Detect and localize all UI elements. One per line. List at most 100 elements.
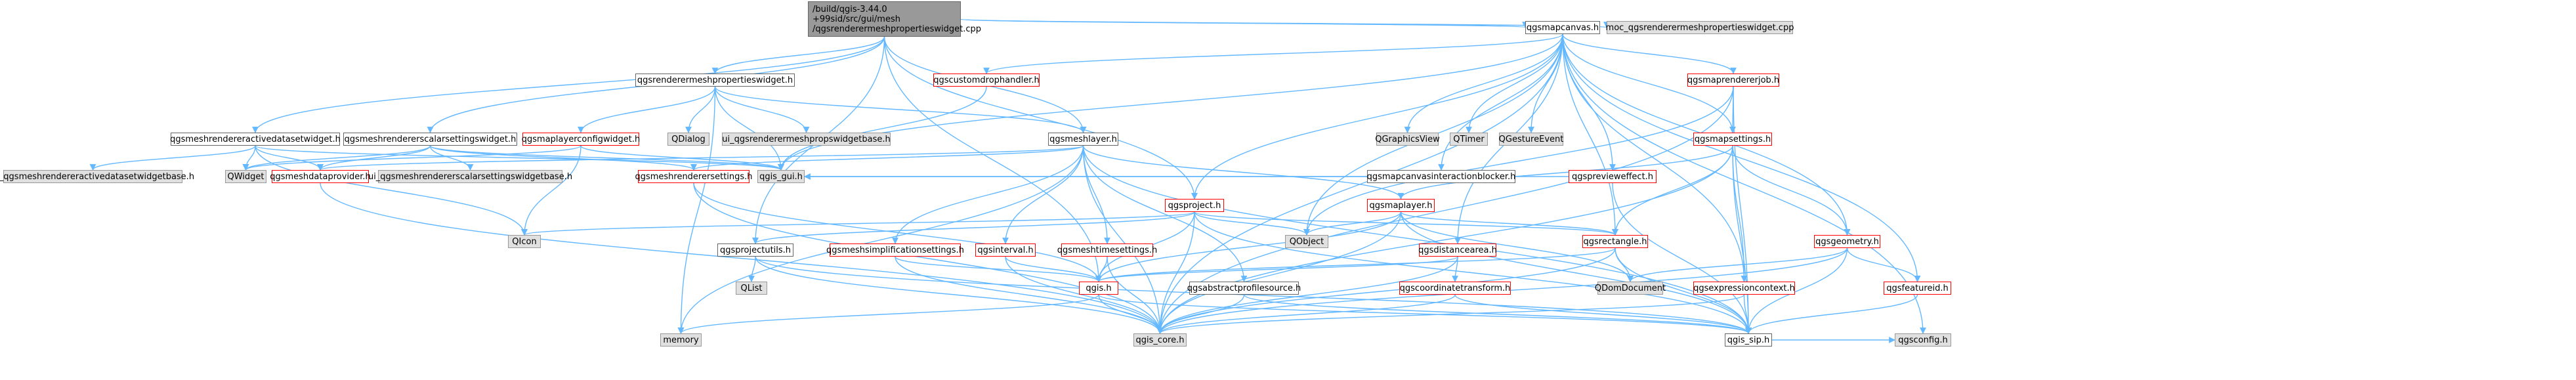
node-qgscustomdrophandler[interactable]: qgscustomdrophandler.h xyxy=(933,74,1040,87)
node-memory[interactable]: memory xyxy=(660,333,702,347)
include-edge xyxy=(1194,211,1618,236)
node-qgsabstractprofilesource[interactable]: qgsabstractprofilesource.h xyxy=(1187,282,1301,295)
include-edge xyxy=(1562,33,1748,282)
node-qtimer[interactable]: QTimer xyxy=(1450,133,1488,146)
include-edge xyxy=(752,211,1195,244)
node-qgis[interactable]: qgis.h xyxy=(1079,282,1118,295)
node-qgsmeshlayer[interactable]: qgsmeshlayer.h xyxy=(1048,133,1118,146)
include-edge xyxy=(685,86,716,133)
include-edge xyxy=(693,182,1102,282)
include-edge xyxy=(1400,211,1618,236)
include-edge xyxy=(892,145,1084,244)
node-qgsmeshdataprovider[interactable]: qgsmeshdataprovider.h xyxy=(270,170,371,183)
label-qgis-sip: qgis_sip.h xyxy=(1727,335,1770,345)
include-edge xyxy=(1082,145,1110,244)
node-qgsexpressioncontext[interactable]: qgsexpressioncontext.h xyxy=(1693,282,1795,295)
include-edge xyxy=(320,182,1164,334)
include-edge xyxy=(1156,294,1456,334)
node-qgsmeshrendereractivedatasetwidget[interactable]: qgsmeshrendereractivedatasetwidget.h xyxy=(170,133,341,146)
node-qgsinterval[interactable]: qgsinterval.h xyxy=(975,243,1036,257)
include-edge xyxy=(1562,33,1736,133)
label-qgsfeatureid: qgsfeatureid.h xyxy=(1886,283,1949,293)
include-edge xyxy=(255,145,784,171)
node-moc[interactable]: moc_qgsrenderermeshpropertieswidget.cpp xyxy=(1605,21,1794,34)
node-qgestureevent[interactable]: QGestureEvent xyxy=(1499,133,1563,146)
include-edge xyxy=(317,145,1084,171)
node-qobject[interactable]: QObject xyxy=(1285,235,1328,248)
label-qobject: QObject xyxy=(1289,236,1324,247)
label-qgsexpressioncontext: qgsexpressioncontext.h xyxy=(1693,283,1795,293)
include-edge xyxy=(895,256,1164,334)
node-qdomdocument[interactable]: QDomDocument xyxy=(1595,282,1666,295)
include-edge xyxy=(1156,256,1458,334)
node-qgsrectangle[interactable]: qgsrectangle.h xyxy=(1582,235,1648,248)
node-qgsmeshrenderersettings[interactable]: qgsmeshrenderersettings.h xyxy=(635,170,753,183)
include-edge xyxy=(1615,247,1752,334)
include-edge xyxy=(429,145,784,171)
include-edge xyxy=(1562,33,1921,282)
node-qgsrenderermeshpropertieswidget[interactable]: qgsrenderermeshpropertieswidget.h xyxy=(635,74,795,87)
label-ui-renderermeshpropswidgetbase: ui_qgsrenderermeshpropswidgetbase.h xyxy=(722,134,891,144)
label-qgsmeshdataprovider: qgsmeshdataprovider.h xyxy=(270,171,371,182)
include-edge xyxy=(252,36,885,133)
node-qgsmapcanvas[interactable]: qgsmapcanvas.h xyxy=(1525,21,1600,34)
node-qgsmapsettings[interactable]: qgsmapsettings.h xyxy=(1693,133,1772,146)
label-moc: moc_qgsrenderermeshpropertieswidget.cpp xyxy=(1605,22,1794,33)
node-qdialog[interactable]: QDialog xyxy=(667,133,709,146)
include-edge xyxy=(755,256,1164,334)
node-qgsmaplayerconfigwidget[interactable]: qgsmaplayerconfigwidget.h xyxy=(522,133,640,146)
include-edge xyxy=(755,256,1752,334)
include-edge xyxy=(1404,33,1563,133)
include-edge xyxy=(255,145,324,171)
node-qgsmaplayer[interactable]: qgsmaplayer.h xyxy=(1367,199,1435,212)
node-qgraphicsview[interactable]: QGraphicsView xyxy=(1375,133,1440,146)
include-edge xyxy=(677,86,716,334)
node-qgsmeshtimesettings[interactable]: qgsmeshtimesettings.h xyxy=(1057,243,1157,257)
node-qlist[interactable]: QList xyxy=(736,282,767,295)
label-qgsmeshlayer: qgsmeshlayer.h xyxy=(1049,134,1117,144)
include-edge xyxy=(983,33,1563,74)
node-qgsdistancearea[interactable]: qgsdistancearea.h xyxy=(1418,243,1497,257)
label-qgis: qgis.h xyxy=(1086,283,1112,293)
include-edge xyxy=(1156,33,1563,334)
node-qicon[interactable]: QIcon xyxy=(508,235,541,248)
label-qgsprojectutils: qgsprojectutils.h xyxy=(719,245,792,255)
node-qgsprojectutils[interactable]: qgsprojectutils.h xyxy=(717,243,793,257)
label-qgsmapcanvas: qgsmapcanvas.h xyxy=(1526,22,1599,33)
node-ui-meshrendererscalarsettingswidgetbase[interactable]: ui_qgsmeshrendererscalarsettingswidgetba… xyxy=(368,170,572,183)
include-edge xyxy=(895,256,1102,282)
include-edge xyxy=(1156,247,1616,334)
label-qgestureevent: QGestureEvent xyxy=(1498,134,1564,144)
include-edge xyxy=(89,145,256,171)
include-edge xyxy=(1082,145,1752,334)
node-qgis-core[interactable]: qgis_core.h xyxy=(1133,333,1187,347)
node-qgspreviewеffect[interactable]: qgspreviewеffect.h xyxy=(1569,170,1657,183)
root-file-node[interactable]: /build/qgis-3.44.0 +99sid/src/gui/mesh /… xyxy=(808,1,981,37)
node-qgsgeometry[interactable]: qgsgeometry.h xyxy=(1814,235,1880,248)
node-qgsmeshsimplificationsettings[interactable]: qgsmeshsimplificationsettings.h xyxy=(826,243,964,257)
label-qgis-gui: qgis_gui.h xyxy=(759,171,803,182)
node-qgsmeshrendererscalarsettingswidget[interactable]: qgsmeshrendererscalarsettingswidget.h xyxy=(343,133,517,146)
node-qgsmaprendererjob[interactable]: qgsmaprendererjob.h xyxy=(1687,74,1779,87)
node-qgis-sip[interactable]: qgis_sip.h xyxy=(1725,333,1772,347)
node-qgsmapcanvasinteractionblocker[interactable]: qgsmapcanvasinteractionblocker.h xyxy=(1367,170,1515,183)
node-qgsconfig[interactable]: qgsconfig.h xyxy=(1895,333,1951,347)
include-edge xyxy=(1098,294,1164,334)
node-qgsfeatureid[interactable]: qgsfeatureid.h xyxy=(1884,282,1951,295)
node-qwidget[interactable]: QWidget xyxy=(225,170,266,183)
node-ui-renderermeshpropswidgetbase[interactable]: ui_qgsrenderermeshpropswidgetbase.h xyxy=(722,133,891,146)
node-ui-meshrendereractivedatasetwidgetbase[interactable]: ui_qgsmeshrendereractivedatasetwidgetbas… xyxy=(0,170,194,183)
include-edge xyxy=(1156,145,1733,334)
label-qgraphicsview: QGraphicsView xyxy=(1375,134,1440,144)
node-qgsproject[interactable]: qgsproject.h xyxy=(1165,199,1224,212)
node-qgscoordinatetransform[interactable]: qgscoordinatetransform.h xyxy=(1399,282,1511,295)
label-qgsabstractprofilesource: qgsabstractprofilesource.h xyxy=(1187,283,1301,293)
include-edge xyxy=(1438,33,1563,171)
node-qgis-gui[interactable]: qgis_gui.h xyxy=(757,170,805,183)
label-qlist: QList xyxy=(740,283,763,293)
include-edge xyxy=(429,145,474,171)
include-edge xyxy=(677,145,1084,334)
include-edge xyxy=(883,36,1198,200)
include-edge xyxy=(1156,294,1745,334)
label-ui-meshrendereractivedatasetwidgetbase: ui_qgsmeshrendereractivedatasetwidgetbas… xyxy=(0,171,195,182)
